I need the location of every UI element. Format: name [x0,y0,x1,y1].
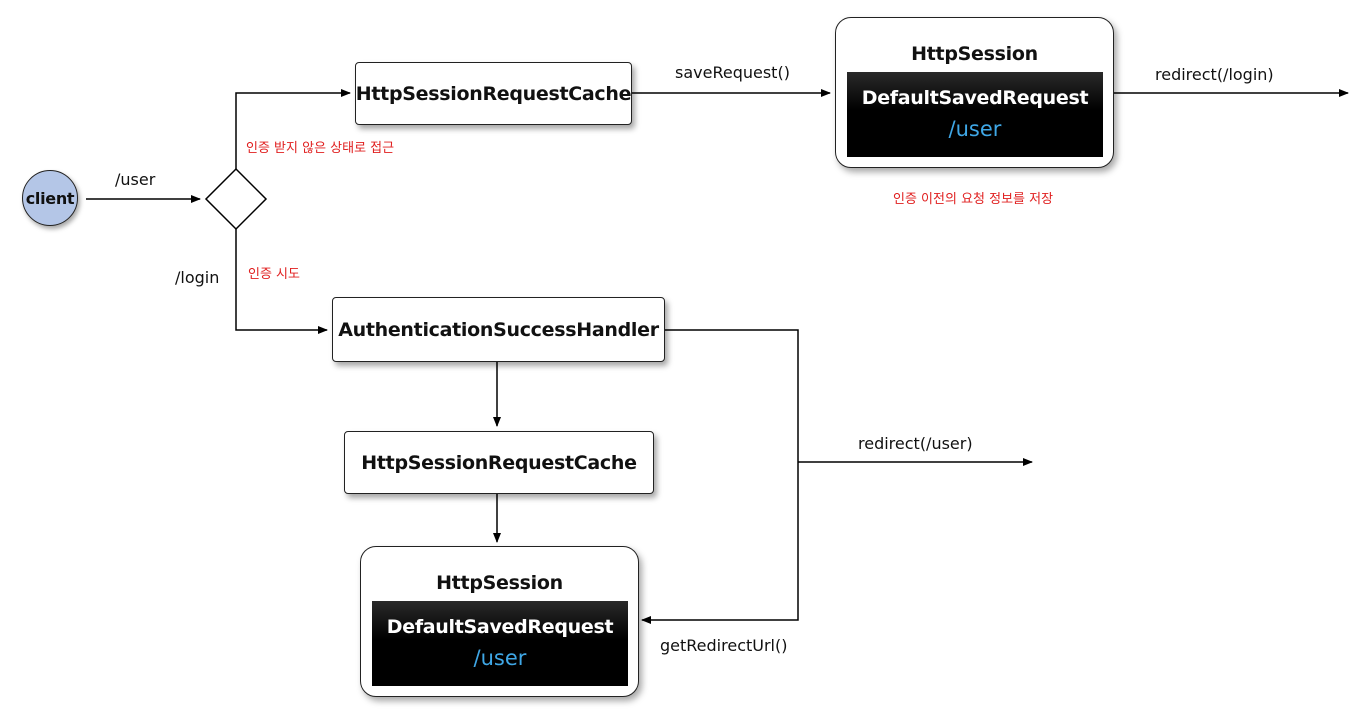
note-auth-attempt: 인증 시도 [248,267,300,282]
arrow-get-redirect-url [641,329,799,624]
user-path-label: /user [115,170,156,189]
login-path-label: /login [175,268,220,287]
saved-request-top-name: DefaultSavedRequest [861,87,1089,109]
success-handler-label: AuthenticationSuccessHandler [338,318,659,341]
http-session-top-title: HttpSession [911,43,1038,65]
request-cache-box-top: HttpSessionRequestCache [355,62,632,125]
save-request-label: saveRequest() [675,63,790,82]
saved-request-top: DefaultSavedRequest /user [847,72,1103,157]
get-redirect-url-label: getRedirectUrl() [660,636,788,655]
client-label: client [25,188,75,208]
saved-request-bottom-path: /user [473,646,527,670]
client-node: client [22,170,78,226]
arrow-decision-to-request-cache [235,89,351,169]
decision-diamond [204,167,268,231]
saved-request-bottom: DefaultSavedRequest /user [372,601,628,686]
request-cache-box-bottom: HttpSessionRequestCache [344,431,654,494]
redirect-user-label: redirect(/user) [858,434,973,453]
saved-request-bottom-name: DefaultSavedRequest [386,616,614,638]
success-handler-box: AuthenticationSuccessHandler [332,297,665,362]
note-save-before-auth: 인증 이전의 요청 정보를 저장 [893,192,1054,207]
http-session-top: HttpSession DefaultSavedRequest /user [835,17,1114,168]
http-session-bottom: HttpSession DefaultSavedRequest /user [360,546,639,697]
saved-request-top-path: /user [948,117,1002,141]
arrow-decision-to-success-handler [235,229,328,334]
http-session-bottom-title: HttpSession [436,572,563,594]
redirect-login-label: redirect(/login) [1155,65,1274,84]
note-unauthenticated: 인증 받지 않은 상태로 접근 [246,141,395,156]
request-cache-top-label: HttpSessionRequestCache [355,82,632,105]
request-cache-bottom-label: HttpSessionRequestCache [361,451,637,474]
